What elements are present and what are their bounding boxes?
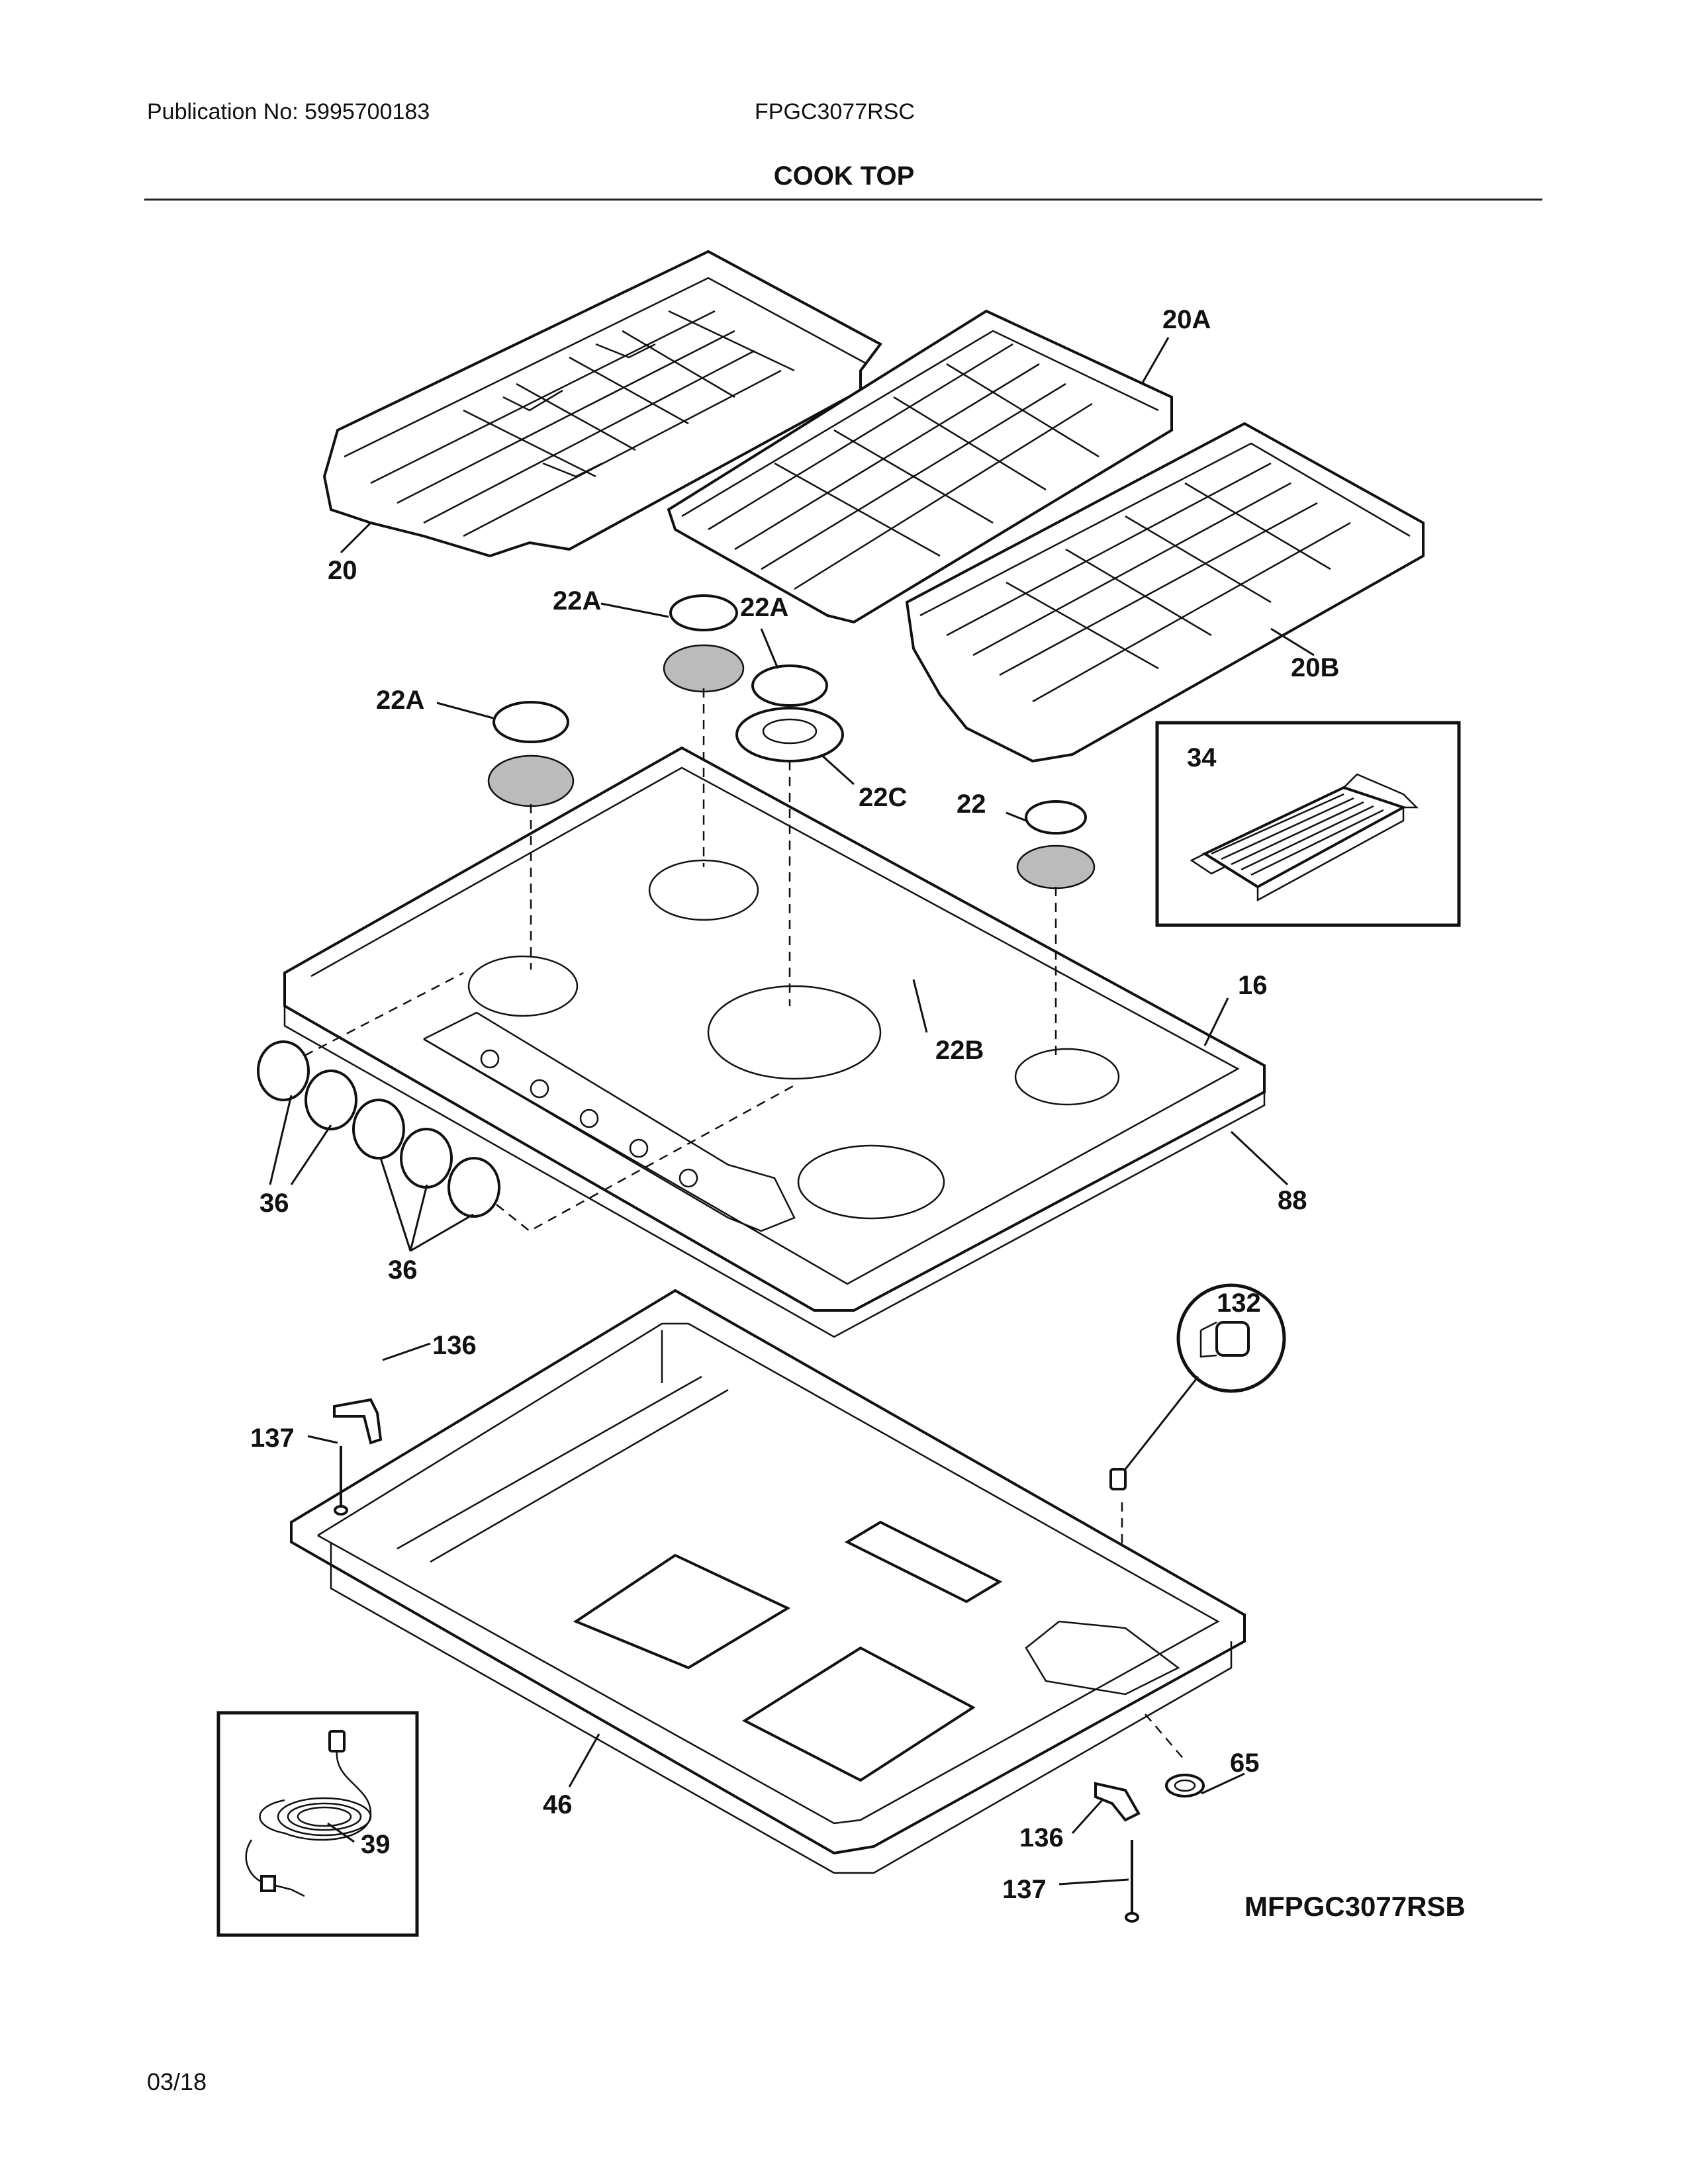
grate-left-icon <box>322 250 882 558</box>
publication-number: Publication No: 5995700183 <box>147 99 430 124</box>
callout-39: 39 <box>361 1830 391 1859</box>
callout-20: 20 <box>328 556 357 585</box>
bracket-screw-left-icon <box>333 1398 383 1516</box>
callout-137-right: 137 <box>1002 1875 1047 1904</box>
knob-insert-icon <box>1109 1321 1250 1490</box>
cooktop-icon <box>283 746 1266 1338</box>
bracket-screw-right-icon <box>1094 1782 1141 1923</box>
griddle-icon <box>1190 773 1419 902</box>
grate-right-icon <box>905 422 1425 763</box>
callout-34: 34 <box>1187 743 1217 772</box>
callout-22a-center-right: 22A <box>740 593 788 622</box>
callout-22a-center-left: 22A <box>553 586 601 615</box>
revision-date: 03/18 <box>147 2068 207 2095</box>
callout-136-right: 136 <box>1019 1823 1064 1852</box>
knob-insert-detail-circle <box>1176 1283 1286 1393</box>
knob-insert-leader <box>1124 1376 1199 1470</box>
callout-36-lower: 36 <box>388 1255 418 1285</box>
section-title: COOK TOP <box>773 161 915 191</box>
callout-22b: 22B <box>935 1036 984 1065</box>
callout-20b: 20B <box>1291 653 1339 682</box>
callout-22: 22 <box>957 790 986 819</box>
callout-22a-left: 22A <box>376 686 424 715</box>
burner-box-icon <box>290 1289 1246 1874</box>
callout-137-left: 137 <box>250 1424 295 1453</box>
grate-center-icon <box>667 309 1173 624</box>
power-cord-icon <box>245 1730 372 1897</box>
callout-65: 65 <box>1230 1749 1260 1778</box>
callout-88: 88 <box>1278 1186 1307 1215</box>
power-cord-inset-box <box>216 1711 419 1937</box>
diagram-code: MFPGC3077RSB <box>1244 1891 1466 1922</box>
header-divider <box>144 199 1542 201</box>
callout-16: 16 <box>1238 971 1268 1000</box>
callout-136-left: 136 <box>432 1331 477 1360</box>
callout-36-upper: 36 <box>259 1189 289 1218</box>
griddle-inset-box <box>1155 721 1461 927</box>
model-number: FPGC3077RSC <box>755 99 915 124</box>
callout-20a: 20A <box>1162 305 1211 334</box>
callout-132: 132 <box>1217 1289 1261 1318</box>
control-knobs-icon <box>257 972 795 1232</box>
leader-lines <box>269 337 1315 1886</box>
callout-22c: 22C <box>859 783 907 812</box>
callout-46: 46 <box>543 1790 573 1819</box>
grommet-icon <box>1165 1774 1205 1797</box>
